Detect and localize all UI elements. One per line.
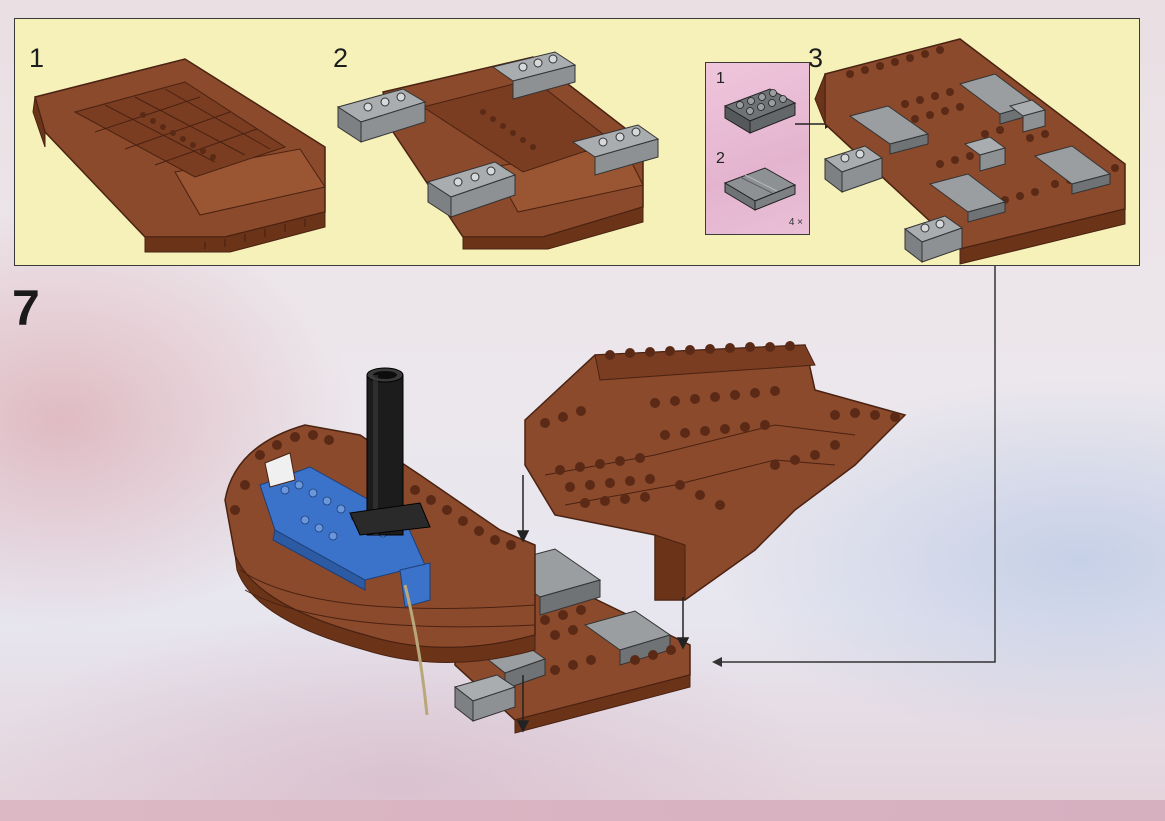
ship-assembly-illustration (224, 341, 907, 734)
callout-quantity: 4 × (788, 217, 803, 228)
callout-item-number-1: 1 (716, 70, 725, 87)
hull-with-tiles-icon (814, 38, 1126, 265)
gray-brick-right (571, 124, 660, 176)
stern-section (224, 367, 536, 716)
hull-with-gray-bricks-icon (336, 51, 660, 250)
substep-number-1: 1 (29, 43, 45, 73)
substep-number-3: 3 (808, 43, 824, 73)
parts-callout: 1 2 4 × (705, 62, 810, 235)
assembly-guide-arrow-icon (712, 266, 996, 667)
callout-item-number-2: 2 (716, 150, 725, 167)
gray-tile-2x4-icon (723, 167, 797, 211)
assembly-arrow-icon (516, 475, 690, 733)
bow-section (524, 341, 907, 601)
gray-brick-top (491, 51, 577, 100)
substeps-panel: 1 2 3 (14, 18, 1140, 266)
main-step-number: 7 (12, 280, 40, 336)
gray-brick-left (336, 88, 427, 143)
gray-brick-2x4-icon (723, 88, 797, 134)
page-bottom-band (0, 800, 1165, 821)
gray-brick-front (426, 161, 517, 218)
rope-icon (403, 584, 429, 716)
hull-base-piece-icon (32, 58, 326, 253)
substep-number-2: 2 (333, 43, 349, 73)
